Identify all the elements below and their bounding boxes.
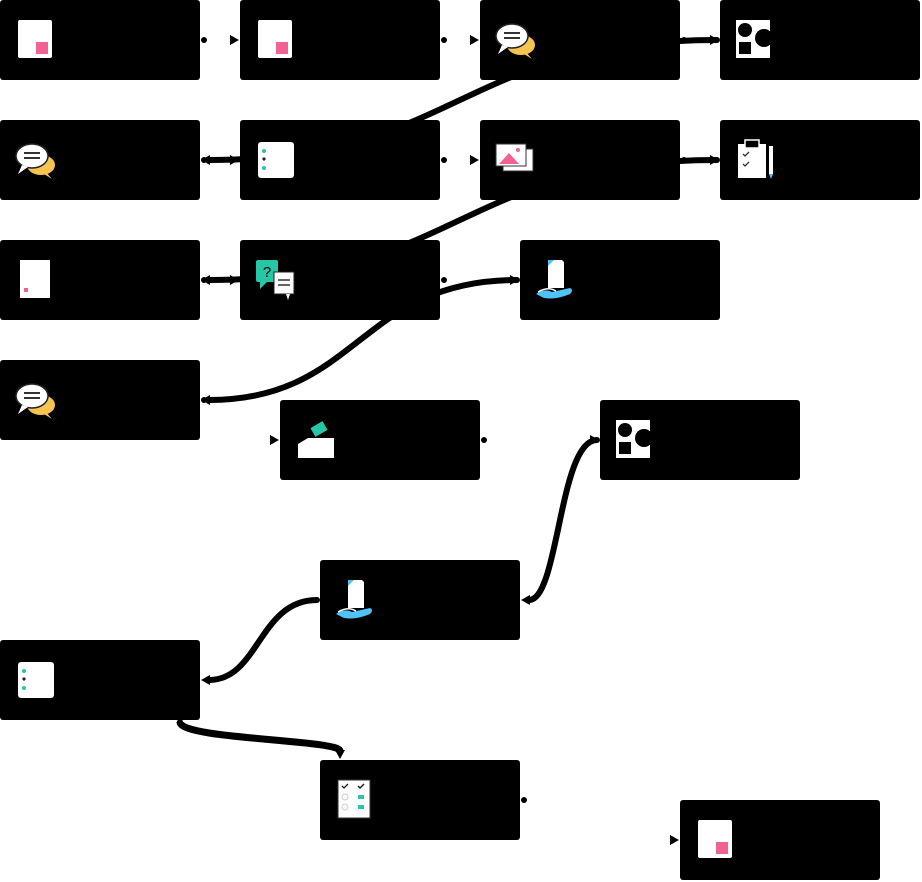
ballot-box-icon [298, 421, 334, 458]
chat-bubbles-icon [495, 23, 535, 59]
flow-edge-2-arrow [470, 35, 479, 45]
flow-node-3[interactable] [480, 0, 680, 80]
flow-node-17[interactable] [320, 760, 520, 840]
flow-node-16[interactable] [0, 640, 200, 720]
question-answer-icon: ? [256, 260, 295, 300]
flow-edge-1-arrow [230, 35, 239, 45]
flow-edge-15-arrow [201, 675, 210, 685]
flow-edge-17-dot [521, 797, 527, 803]
flow-node-2[interactable] [240, 0, 440, 80]
flow-edge-1-dot [201, 37, 207, 43]
flow-node-7[interactable] [480, 120, 680, 200]
flow-edge-6-dot [441, 157, 447, 163]
flow-node-14[interactable] [600, 400, 800, 480]
flow-edge-10-dot [441, 277, 447, 283]
flow-edge-9-arrow [230, 275, 239, 285]
chat-bubbles-icon [15, 143, 55, 179]
flow-edge-12-arrow [270, 435, 279, 445]
hand-document-icon [536, 260, 572, 299]
flow-edge-9-dot [201, 277, 207, 283]
document-icon [698, 820, 732, 858]
flow-node-13[interactable] [280, 400, 480, 480]
shapes-icon [736, 20, 773, 58]
chat-bubbles-icon [15, 383, 55, 419]
clipboard-pencil-icon [738, 139, 773, 179]
flow-node-18[interactable] [680, 800, 880, 880]
flow-node-10[interactable]: ? [240, 240, 440, 320]
checklist-icon [337, 779, 371, 819]
flow-node-12[interactable] [0, 360, 200, 440]
flow-node-9[interactable] [0, 240, 200, 320]
flow-edge-5-dot [201, 157, 207, 163]
flow-node-1[interactable] [0, 0, 200, 80]
flow-edge-14-line [528, 437, 598, 603]
list-card-icon [18, 662, 54, 698]
hand-document-icon [336, 580, 372, 619]
flow-edge-12-dot [201, 397, 207, 403]
flow-edge-13-dot [481, 437, 487, 443]
blank-page-icon [20, 260, 50, 298]
list-card-icon [258, 142, 294, 178]
flow-node-15[interactable] [320, 560, 520, 640]
flow-edge-17-arrow [670, 835, 679, 845]
svg-text:?: ? [263, 264, 271, 281]
flow-edge-14-arrow [521, 595, 530, 605]
document-icon [18, 20, 52, 58]
flow-node-8[interactable] [720, 120, 920, 200]
flow-edge-11-line [208, 277, 518, 403]
flow-edge-16-line [176, 720, 344, 755]
document-icon [258, 20, 292, 58]
image-gallery-icon [495, 143, 534, 172]
flow-edge-6-arrow [470, 155, 479, 165]
shapes-icon [616, 420, 653, 458]
flow-node-6[interactable] [240, 120, 440, 200]
flow-node-11[interactable] [520, 240, 720, 320]
flow-edge-2-dot [441, 37, 447, 43]
flow-node-4[interactable] [720, 0, 920, 80]
flow-node-5[interactable] [0, 120, 200, 200]
flow-edge-5-arrow [230, 155, 239, 165]
flow-edge-16-arrow [335, 750, 345, 759]
flow-edge-15-line [208, 597, 318, 683]
